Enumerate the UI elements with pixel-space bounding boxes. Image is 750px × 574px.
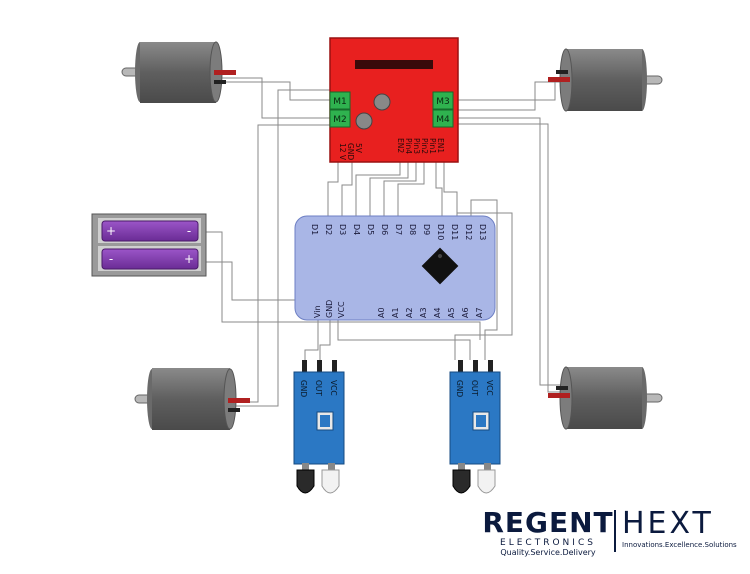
arduino-pin-a4: A4 (433, 307, 442, 318)
logo-divider (614, 510, 616, 552)
motor-top-right (548, 48, 663, 112)
driver-pin-pin4: Pin4 (404, 138, 413, 154)
arduino-pin-d7: D7 (394, 224, 403, 235)
sensor-left-pin-gnd: GND (299, 380, 308, 397)
battery-bottom-minus: - (109, 252, 113, 266)
regent-wordmark: REGENT (482, 506, 614, 539)
arduino-pin-vin: Vin (313, 305, 322, 318)
driver-pin-en2: EN2 (396, 138, 405, 153)
regent-electronics-text: ELECTRONICS (500, 538, 596, 548)
driver-pin-en1: EN1 (436, 138, 445, 153)
arduino-pin-d8: D8 (408, 224, 417, 235)
driver-pin-pin1: Pin1 (428, 138, 437, 154)
motor-top-left (121, 41, 236, 103)
arduino-pin-d3: D3 (338, 224, 347, 235)
motor-bottom-right (548, 366, 663, 430)
wires (206, 77, 565, 407)
sensor-right-pin-gnd: GND (455, 380, 464, 397)
arduino-pin-a0: A0 (377, 307, 386, 318)
arduino-pin-a7: A7 (475, 307, 484, 318)
driver-pin-gnd: GND (346, 143, 355, 160)
arduino-pin-d9: D9 (422, 224, 431, 235)
battery-top-minus: - (187, 224, 191, 238)
ir-sensor-left: GND OUT VCC (293, 360, 345, 494)
battery-pack: + - - + (91, 213, 207, 277)
driver-port-m2: M2 (333, 115, 347, 125)
driver-port-m1: M1 (333, 97, 347, 107)
arduino-pin-d11: D11 (450, 224, 459, 240)
driver-pin-pin2: Pin2 (420, 138, 429, 154)
battery-bottom-plus: + (184, 252, 194, 266)
regent-logo: REGENT ELECTRONICS Quality.Service.Deliv… (478, 508, 618, 558)
sensor-left-pin-vcc: VCC (329, 380, 338, 396)
arduino-pin-vcc: VCC (337, 301, 346, 318)
arduino-pin-d13: D13 (478, 224, 487, 240)
driver-port-m4: M4 (436, 115, 450, 125)
arduino-pin-d1: D1 (310, 224, 319, 235)
arduino-pin-d12: D12 (464, 224, 473, 240)
arduino-pin-d5: D5 (366, 224, 375, 235)
arduino-pin-a1: A1 (391, 307, 400, 318)
sensor-right-pin-out: OUT (470, 380, 479, 396)
microcontroller-chip (421, 247, 459, 285)
hext-wordmark: HEXT (622, 506, 714, 541)
arduino-pin-a6: A6 (461, 307, 470, 318)
arduino-pin-a3: A3 (419, 307, 428, 318)
arduino-pin-a2: A2 (405, 307, 414, 318)
arduino-pin-a5: A5 (447, 307, 456, 318)
motor-bottom-left (134, 368, 250, 430)
hext-logo: HEXT Innovations.Excellence.Solutions (622, 508, 747, 550)
arduino-pin-gnd: GND (325, 300, 334, 318)
driver-pin-5v: 5V (354, 143, 363, 154)
arduino-nano-board: D1 D2 D3 D4 D5 D6 D7 D8 D9 D10 D11 D12 D… (294, 215, 496, 321)
driver-port-m3: M3 (436, 97, 450, 107)
motor-driver-board: M1 M2 M3 M4 12 V GND 5V EN2 Pin4 Pin3 Pi… (329, 37, 459, 163)
arduino-pin-d10: D10 (436, 224, 445, 240)
sensor-right-pin-vcc: VCC (485, 380, 494, 396)
ir-sensor-right: GND OUT VCC (449, 360, 501, 494)
driver-pin-pin3: Pin3 (412, 138, 421, 154)
arduino-pin-d2: D2 (324, 224, 333, 235)
hext-tagline: Innovations.Excellence.Solutions (622, 541, 737, 549)
regent-tagline: Quality.Service.Delivery (500, 548, 596, 557)
arduino-pin-d6: D6 (380, 224, 389, 235)
sensor-left-pin-out: OUT (314, 380, 323, 396)
battery-top-plus: + (106, 224, 116, 238)
arduino-pin-d4: D4 (352, 224, 361, 235)
driver-pin-12v: 12 V (338, 143, 347, 161)
